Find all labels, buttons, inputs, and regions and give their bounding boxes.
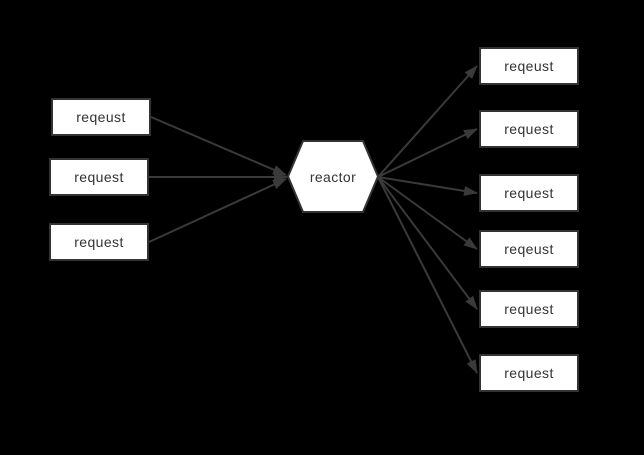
- edge-left-3-to-reactor: [148, 178, 287, 243]
- edge-reactor-to-right-1: [377, 65, 478, 178]
- right-node-6: request: [479, 354, 579, 392]
- edge-reactor-to-right-4: [377, 176, 478, 250]
- left-node-1: reqeust: [51, 98, 151, 136]
- edge-left-1-to-reactor: [150, 116, 287, 176]
- edge-reactor-to-right-3: [377, 176, 478, 196]
- right-node-1: reqeust: [479, 47, 579, 85]
- right-node-4: reqeust: [479, 230, 579, 268]
- right-node-2: request: [479, 110, 579, 148]
- right-node-5: request: [479, 290, 579, 328]
- reactor-node: [286, 140, 380, 213]
- edge-reactor-to-right-6: [377, 176, 478, 374]
- left-node-2: request: [49, 158, 149, 196]
- edge-reactor-to-right-2: [377, 128, 478, 178]
- right-node-3: request: [479, 174, 579, 212]
- reactor-label: reactor: [309, 168, 357, 185]
- edge-reactor-to-right-5: [377, 176, 478, 310]
- left-node-3: request: [49, 223, 149, 261]
